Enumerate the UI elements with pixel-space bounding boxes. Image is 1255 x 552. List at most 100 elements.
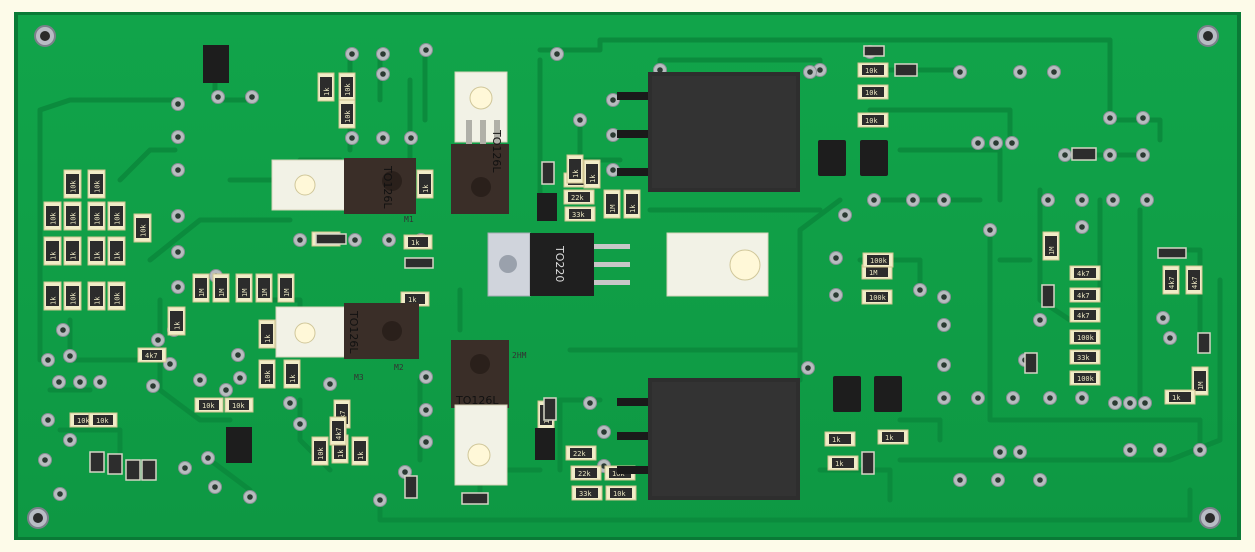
smd-label: 1M [218,289,226,297]
label-q-mid-right: TO126L [455,394,499,407]
smd-label: 1M [1197,382,1205,390]
smd-label: 10k [202,402,215,410]
smd-resistor: 1k [107,236,126,266]
smd-resistor: 10k [63,201,82,231]
smd-label: 22k [578,470,591,478]
smd-resistor: 4k7 [1185,265,1203,295]
pad-hole [67,437,73,443]
pad-hole [297,237,303,243]
smd-resistor: 1k [416,169,434,199]
smd-label: 10k [94,212,102,225]
pad-hole [610,167,616,173]
smd-resistor: 100k [1069,370,1101,386]
smd-label: 1k [832,436,841,444]
smd-resistor: 4k7 [1162,265,1180,295]
smd-resistor: 1M [212,273,230,303]
diode [541,161,555,185]
smd-resistor: 4k7 [1069,287,1101,303]
transistors [271,71,509,486]
pad-hole [349,51,355,57]
pad-hole [182,465,188,471]
pad-hole [975,395,981,401]
smd-label: 1k [422,184,430,193]
smd-label: 4k7 [335,427,343,440]
smd-label: 10k [613,490,626,498]
pad-hole [77,379,83,385]
diode [404,257,434,269]
pad-hole [287,400,293,406]
smd-resistor: 10k [43,201,62,231]
smd-resistor: 1M [192,273,210,303]
diode [861,451,875,475]
pad-hole [1142,400,1148,406]
label-q-top-right: TO126L [490,129,503,173]
pad-hole [57,491,63,497]
diode [461,492,489,505]
smd-resistor: 1k [43,281,62,311]
smd-label: 10k [865,89,878,97]
smd-label: 22k [573,450,586,458]
smd-label: 1k [629,204,637,213]
smd-resistor: 10k [857,84,889,100]
smd-label: 10k [344,110,352,123]
pad-hole [941,294,947,300]
smd-label: 100k [1077,375,1095,383]
pad-hole [1127,447,1133,453]
smd-label: 10k [114,292,122,305]
smd-resistor: 1M [277,273,295,303]
pad-hole [60,327,66,333]
smd-label: 1k [337,449,345,458]
smd-label: 1k [589,174,597,183]
smd-label: 1M [283,289,291,297]
smd-label: 10k [344,83,352,96]
pad-hole [175,101,181,107]
smd-label: 1k [1172,394,1181,402]
pad-hole [1107,115,1113,121]
pad-hole [175,213,181,219]
smd-resistor: 10k [258,359,276,389]
pad-hole [423,439,429,445]
pad-hole [995,477,1001,483]
pad-hole [349,135,355,141]
pad-hole [423,47,429,53]
smd-resistor: 4k7 [1069,307,1101,323]
smd-label: 4k7 [1077,292,1090,300]
smd-label: 10k [77,417,90,425]
smd-label: 10k [50,212,58,225]
smd-resistor: 4k7 [1069,265,1101,281]
smd-resistor: 10k [107,201,126,231]
pad-hole [1079,395,1085,401]
label-regulator: TO220 [553,245,566,282]
smd-label: 1M [869,269,877,277]
smd-label: 1M [241,289,249,297]
smd-resistor: 1M [255,273,273,303]
smd-resistor: 33k [571,485,603,501]
smd-label: 22k [571,194,584,202]
pad-hole [833,255,839,261]
diode [1197,332,1211,354]
smd-resistor: 100k [861,289,893,305]
diode [543,397,557,421]
pad-hole [1009,140,1015,146]
pad-hole [997,449,1003,455]
smd-label: 1k [323,87,331,96]
label-2hm: 2HM [512,351,527,360]
pad-hole [175,249,181,255]
pad-hole [842,212,848,218]
smd-resistor: 100k [1069,329,1101,345]
smd-label: 10k [232,402,245,410]
pad-hole [1160,315,1166,321]
smd-resistor: 22k [563,189,595,205]
smd-label: 4k7 [1168,276,1176,289]
smd-resistor: 10k [857,62,889,78]
smd-resistor: 4k7 [329,416,347,446]
smd-label: 1k [264,334,272,343]
pad-hole [377,497,383,503]
pad-hole [817,67,823,73]
pad-hole [941,362,947,368]
smd-label: 10k [865,67,878,75]
pad-hole [235,352,241,358]
smd-label: 1k [835,460,844,468]
label-m1: M1 [404,215,414,224]
diode [404,475,418,499]
